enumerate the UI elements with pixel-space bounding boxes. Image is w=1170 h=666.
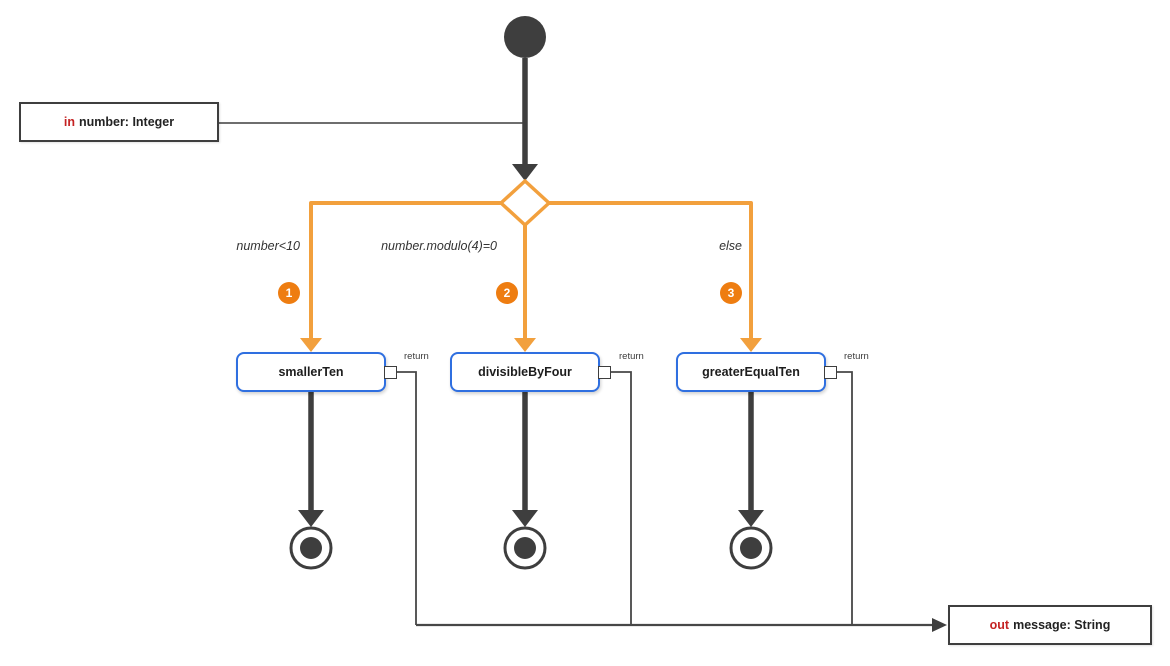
action-node-3[interactable]: greaterEqualTen xyxy=(676,352,826,392)
guard-label-1: number<10 xyxy=(236,239,300,253)
output-merge-edge xyxy=(416,618,947,632)
input-parameter-node[interactable]: in number: Integer xyxy=(19,102,219,142)
input-keyword: in xyxy=(63,115,75,129)
pin-label-1: return xyxy=(404,351,429,362)
branch-badge-2: 2 xyxy=(496,282,518,304)
return-edge-1 xyxy=(397,371,417,625)
return-edge-3 xyxy=(837,371,853,625)
return-edge-2 xyxy=(611,371,632,625)
final-node-1[interactable] xyxy=(289,526,333,570)
output-pin-1[interactable] xyxy=(384,366,397,379)
action-node-2[interactable]: divisibleByFour xyxy=(450,352,600,392)
decision-node[interactable] xyxy=(499,179,551,227)
branch-edge-2 xyxy=(514,223,536,352)
action-label: smallerTen xyxy=(278,365,344,379)
branch-badge-3: 3 xyxy=(720,282,742,304)
action-label: divisibleByFour xyxy=(478,365,572,379)
pin-label-3: return xyxy=(844,351,869,362)
output-parameter-node[interactable]: out message: String xyxy=(948,605,1152,645)
guard-label-2: number.modulo(4)=0 xyxy=(381,239,497,253)
initial-node[interactable] xyxy=(504,16,546,58)
final-node-2[interactable] xyxy=(503,526,547,570)
input-name: number: Integer xyxy=(78,115,175,129)
output-pin-2[interactable] xyxy=(598,366,611,379)
action-flow-edge-3 xyxy=(738,392,764,527)
output-name: message: String xyxy=(1013,618,1111,632)
guard-label-3: else xyxy=(719,239,742,253)
pin-label-2: return xyxy=(619,351,644,362)
output-pin-3[interactable] xyxy=(824,366,837,379)
final-node-3[interactable] xyxy=(729,526,773,570)
branch-edge-1 xyxy=(300,201,503,352)
action-label: greaterEqualTen xyxy=(702,365,800,379)
initial-flow-edge xyxy=(512,58,538,181)
branch-edge-3 xyxy=(547,201,762,352)
branch-badge-1: 1 xyxy=(278,282,300,304)
output-keyword: out xyxy=(989,618,1010,632)
action-node-1[interactable]: smallerTen xyxy=(236,352,386,392)
action-flow-edge-1 xyxy=(298,392,324,527)
action-flow-edge-2 xyxy=(512,392,538,527)
